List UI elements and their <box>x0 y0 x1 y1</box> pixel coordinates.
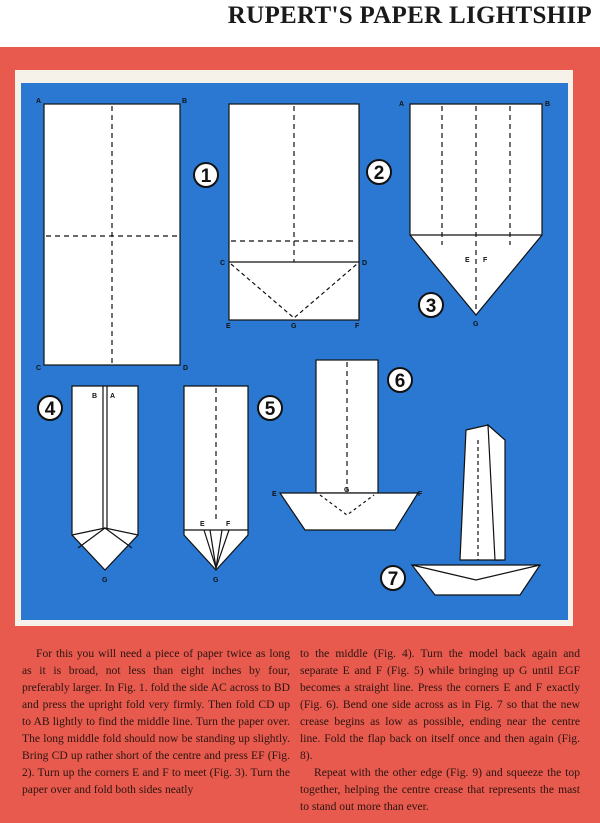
figure-3 <box>409 103 543 316</box>
figure-number-5: 5 <box>257 395 283 421</box>
figure-number-1: 1 <box>193 162 219 188</box>
figure-2 <box>228 103 360 321</box>
svg-text:1: 1 <box>201 166 212 187</box>
figure-number-2: 2 <box>366 159 392 185</box>
label-g: G <box>291 323 297 330</box>
label-g: G <box>102 577 108 584</box>
instructions-left-column: For this you will need a piece of paper … <box>22 645 290 798</box>
label-a: A <box>36 98 41 105</box>
figure-6 <box>278 359 420 531</box>
figure-number-7: 7 <box>380 565 406 591</box>
label-g: G <box>213 577 219 584</box>
figure-1 <box>43 103 181 366</box>
label-d: D <box>362 260 367 267</box>
page-title: RUPERT'S PAPER LIGHTSHIP <box>227 2 592 29</box>
svg-text:7: 7 <box>388 569 399 590</box>
label-f: F <box>483 257 488 264</box>
label-b: B <box>92 393 97 400</box>
label-b: B <box>545 101 550 108</box>
figure-5 <box>183 385 249 571</box>
svg-text:5: 5 <box>265 399 276 420</box>
label-c: C <box>220 260 225 267</box>
label-a: A <box>399 101 404 108</box>
instructions-right-column: to the middle (Fig. 4). Turn the model b… <box>300 645 580 815</box>
label-f: F <box>355 323 360 330</box>
figure-number-3: 3 <box>418 292 444 318</box>
figure-number-4: 4 <box>37 395 63 421</box>
figure-7 <box>410 423 542 596</box>
label-e: E <box>226 323 231 330</box>
label-f: F <box>418 491 423 498</box>
label-e: E <box>200 521 205 528</box>
label-c: C <box>36 365 41 372</box>
label-g: G <box>473 321 479 328</box>
svg-text:2: 2 <box>374 163 385 184</box>
label-d: D <box>183 365 188 372</box>
figure-number-6: 6 <box>387 367 413 393</box>
label-g: G <box>344 487 350 494</box>
label-f: F <box>226 521 231 528</box>
instructions-paragraph: to the middle (Fig. 4). Turn the model b… <box>300 647 580 762</box>
svg-text:3: 3 <box>426 296 437 317</box>
label-e: E <box>272 491 277 498</box>
label-e: E <box>465 257 470 264</box>
figure-4 <box>71 385 139 571</box>
point-labels: A B C D C D E G F A B E F G B A G E F G … <box>36 98 550 584</box>
label-a: A <box>110 393 115 400</box>
instructions-paragraph: For this you will need a piece of paper … <box>22 647 290 796</box>
label-b: B <box>182 98 187 105</box>
instructions-paragraph: Repeat with the other edge (Fig. 9) and … <box>300 766 580 813</box>
svg-text:6: 6 <box>395 371 406 392</box>
figure-numbers: 1 2 3 4 5 6 7 <box>37 159 444 591</box>
svg-text:4: 4 <box>45 399 56 420</box>
